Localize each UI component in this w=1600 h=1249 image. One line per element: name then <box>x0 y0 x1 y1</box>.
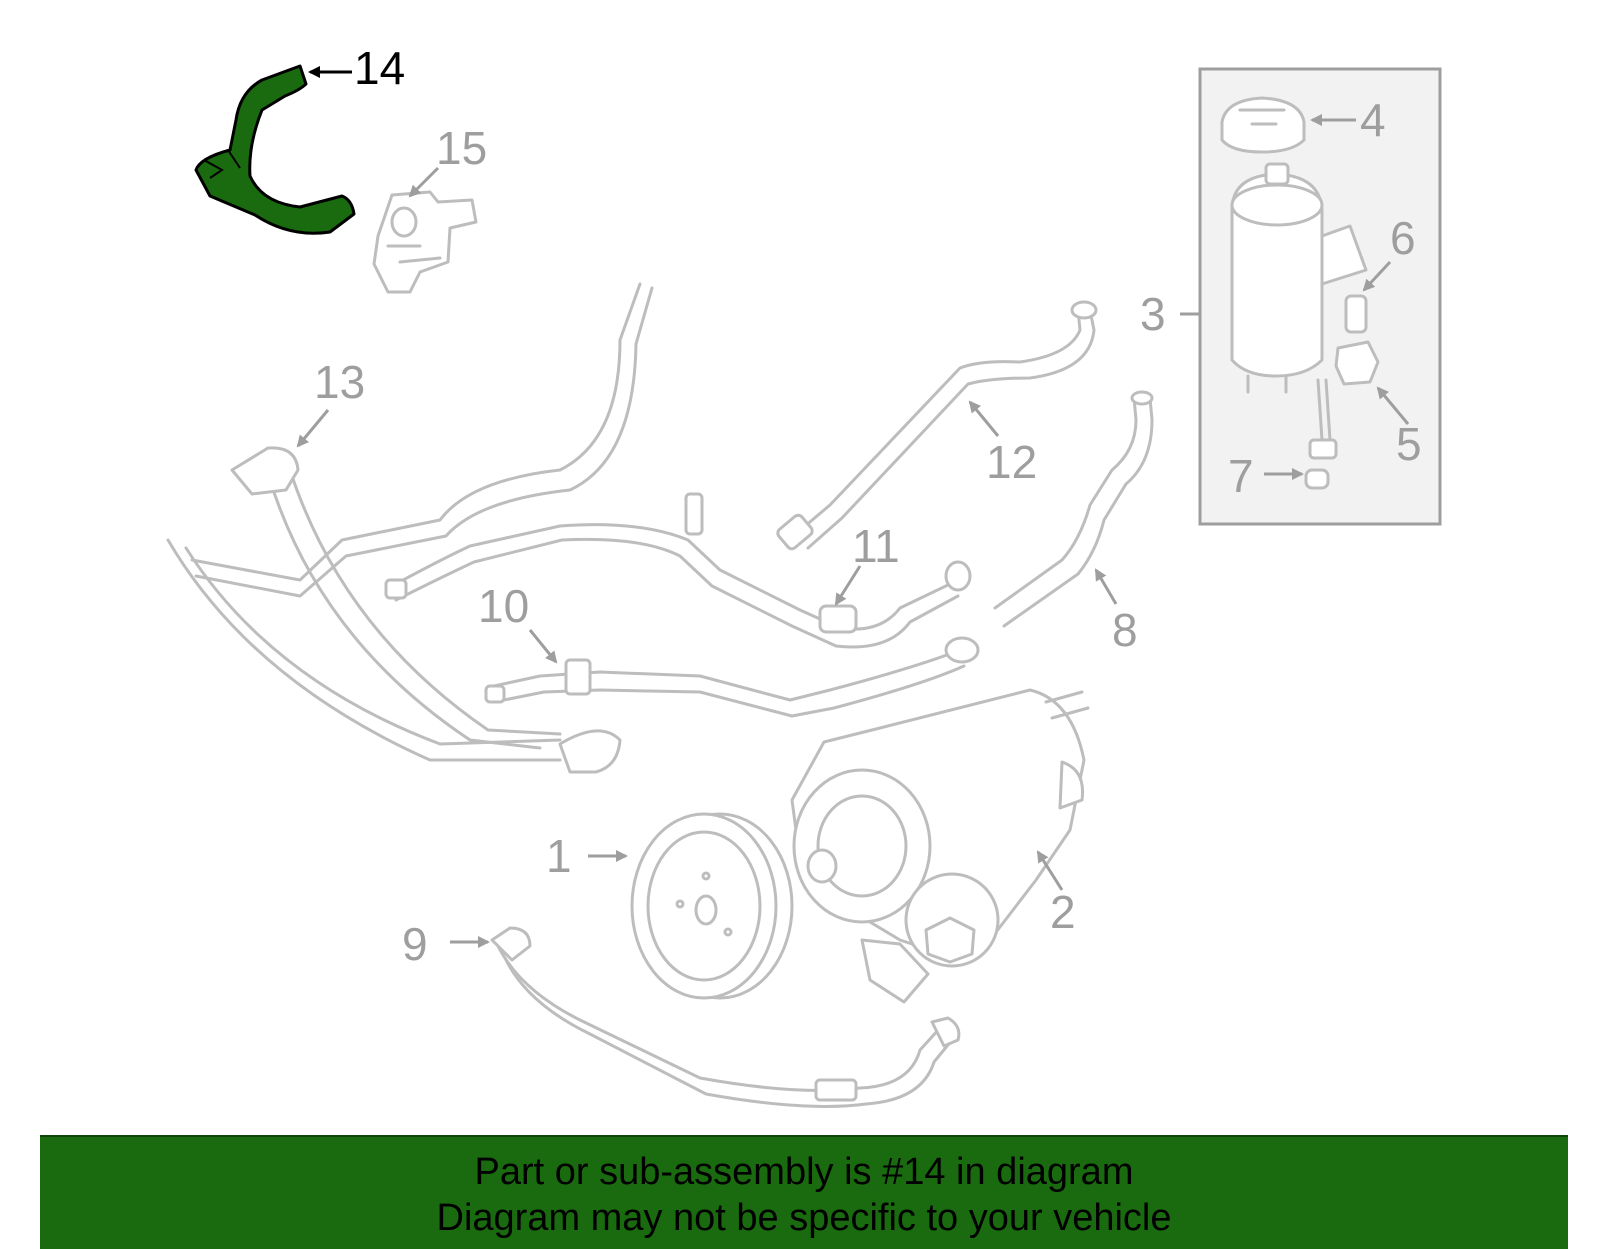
callout-13-line <box>296 409 330 448</box>
callout-5: 5 <box>1396 418 1422 470</box>
callout-13: 13 <box>314 356 365 408</box>
callout-7: 7 <box>1228 450 1254 502</box>
part-13-hose[interactable] <box>166 282 654 774</box>
callout-9: 9 <box>402 918 428 970</box>
part-8-hose[interactable] <box>993 390 1154 628</box>
callout-4: 4 <box>1360 94 1386 146</box>
part-10-hose[interactable] <box>484 636 980 718</box>
part-9-hose[interactable] <box>490 926 961 1108</box>
part-4-cap[interactable] <box>1220 96 1306 154</box>
banner-line-2: Diagram may not be specific to your vehi… <box>436 1197 1172 1239</box>
callout-5-line <box>1376 386 1410 425</box>
callout-10-line <box>528 629 558 664</box>
callout-8-line <box>1094 568 1118 605</box>
callout-11-line <box>834 565 862 606</box>
info-banner: Part or sub-assembly is #14 in diagram D… <box>40 1135 1568 1249</box>
callout-2: 2 <box>1050 886 1076 938</box>
callout-15-line <box>408 166 440 198</box>
callout-15: 15 <box>436 122 487 174</box>
callout-3: 3 <box>1140 288 1166 340</box>
part-12-hose[interactable] <box>776 300 1098 551</box>
callout-8: 8 <box>1112 604 1138 656</box>
callout-6-line <box>1362 260 1392 292</box>
part-11-hose[interactable] <box>384 492 972 649</box>
callout-14: 14 <box>354 42 405 94</box>
part-3-reservoir[interactable] <box>1230 162 1368 394</box>
part-7-sensor[interactable] <box>1304 378 1338 490</box>
banner-line-1: Part or sub-assembly is #14 in diagram <box>474 1151 1134 1193</box>
callout-6: 6 <box>1390 212 1416 264</box>
part-6-sleeve[interactable] <box>1344 294 1368 334</box>
callout-11: 11 <box>852 520 900 572</box>
callout-1: 1 <box>546 830 572 882</box>
callout-12: 12 <box>986 436 1037 488</box>
callout-12-line <box>968 400 1000 437</box>
part-14-hose[interactable] <box>194 64 356 235</box>
part-5-seal[interactable] <box>1334 340 1380 386</box>
part-2-pump[interactable] <box>790 688 1090 1004</box>
part-1-pulley[interactable] <box>630 812 794 1000</box>
part-15-bracket[interactable] <box>372 190 478 294</box>
callout-10: 10 <box>478 580 529 632</box>
callout-2-line <box>1036 850 1064 891</box>
